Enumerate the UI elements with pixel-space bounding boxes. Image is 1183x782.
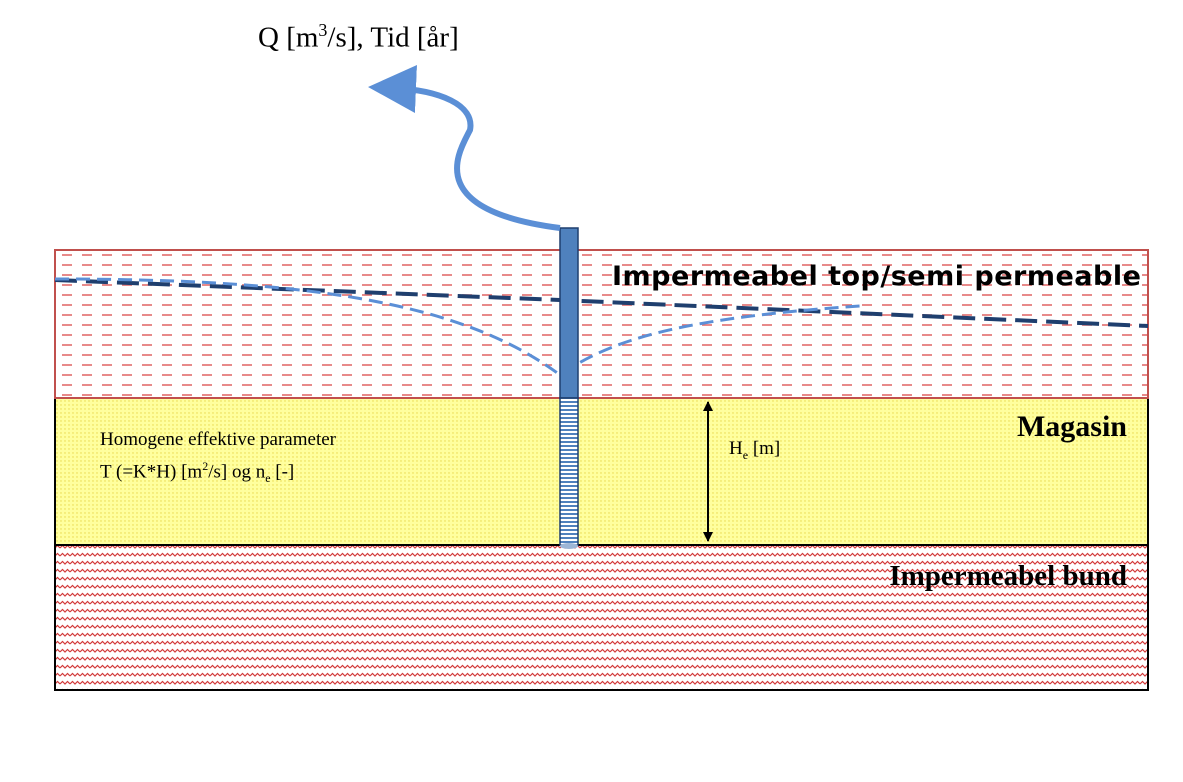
bottom-impermeable-layer <box>54 544 1149 691</box>
drawdown-curve <box>54 277 861 377</box>
well-casing <box>559 227 579 399</box>
top-layer-label: Impermeabel top/semi permeable <box>612 261 1142 292</box>
parameter-line-1: Homogene effektive parameter <box>100 429 336 450</box>
well-screen <box>559 397 579 546</box>
discharge-label: Q [m3/s], Tid [år] <box>258 20 459 54</box>
top-semipermeable-layer <box>54 249 1149 399</box>
aquifer-label: Magasin <box>1016 410 1127 443</box>
well-bottom <box>560 543 578 549</box>
parameter-text: Homogene effektive parameter T (=K*H) [m… <box>100 426 336 492</box>
thickness-label: He [m] <box>729 438 781 462</box>
discharge-arrow <box>368 65 561 231</box>
bottom-layer-label: Impermeabel bund <box>889 560 1127 592</box>
aquifer-layer <box>54 397 1149 546</box>
parameter-line-2: T (=K*H) [m2/s] og ne [-] <box>100 459 295 486</box>
